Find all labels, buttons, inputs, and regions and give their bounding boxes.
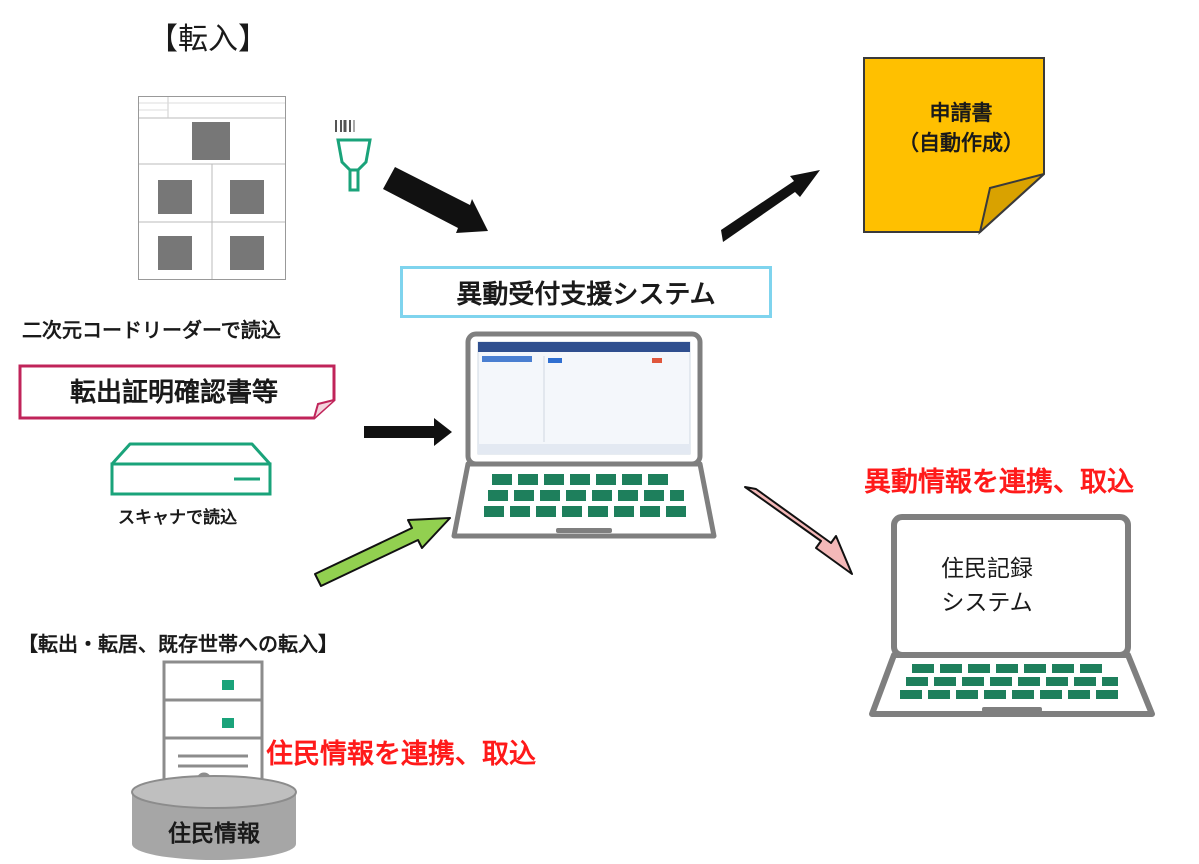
resident-db-label: 住民情報 [168,821,260,847]
move-link-label: 異動情報を連携、取込 [864,467,1134,498]
server-database-icon [131,660,297,860]
certificate-tag-icon [18,364,336,420]
scanner-icon [110,442,272,496]
application-sticky-note-icon [863,57,1045,235]
certificate-tag-label: 転出証明確認書等 [69,377,278,408]
arrow-system-to-application [721,170,820,242]
resident-record-line2: システム [941,590,1033,616]
resident-record-system-label: 住民記録 システム [902,552,1072,620]
system-name-box: 異動受付支援システム [400,266,772,318]
qr-reader-label: 二次元コードリーダーで読込 [22,318,281,342]
other-moves-label: 【転出・転居、既存世帯への転入】 [18,632,338,656]
qr-document-icon [138,96,286,280]
resident-record-line1: 住民記録 [941,556,1033,582]
qr-reader-icon [335,120,372,192]
resident-link-label: 住民情報を連携、取込 [266,739,536,770]
application-title: 申請書 [929,101,993,125]
arrow-qr-to-system [383,167,488,233]
application-subtitle: （自動作成） [898,131,1024,155]
resident-record-laptop-icon [869,514,1155,717]
arrow-scanner-to-system [364,418,452,446]
arrow-system-to-resident-record [744,486,853,575]
application-label: 申請書 （自動作成） [876,98,1046,158]
scanner-label: スキャナで読込 [118,508,237,528]
arrow-database-to-system [314,517,451,587]
tennyu-title: 【転入】 [148,22,268,57]
main-laptop-icon [451,331,717,539]
